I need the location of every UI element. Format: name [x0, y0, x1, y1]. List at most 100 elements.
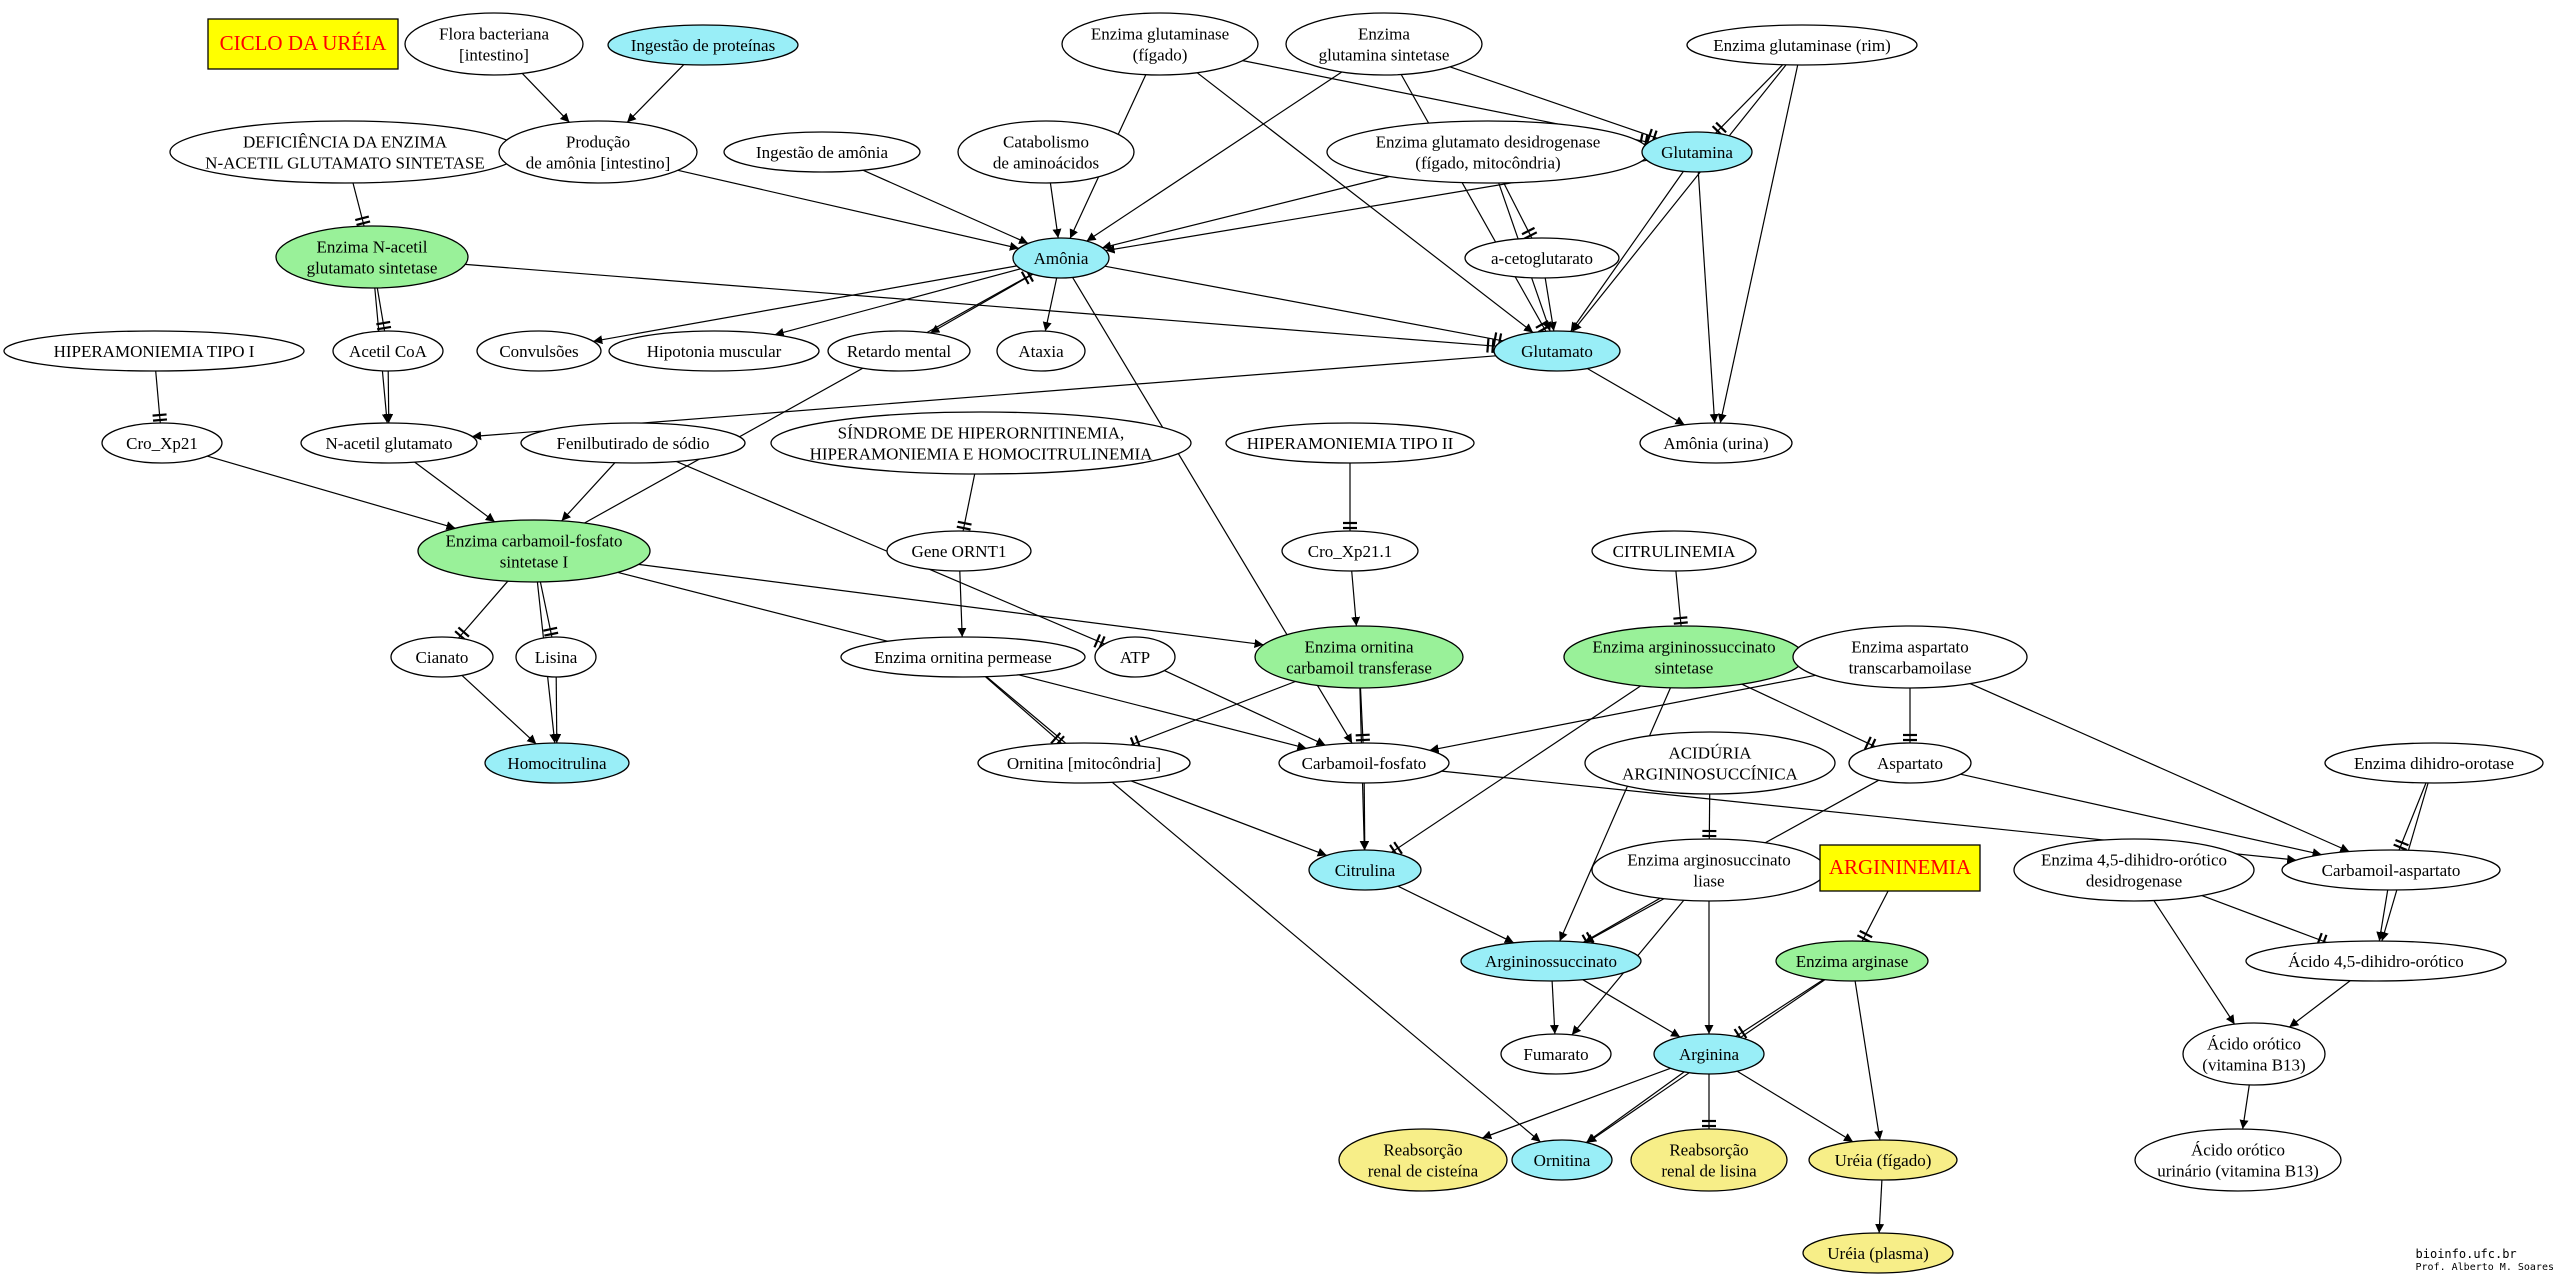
node-atp: ATP	[1094, 636, 1176, 678]
edge-enz-otc-to-carbfosf	[1355, 687, 1370, 744]
edge-tee-bar	[1521, 226, 1536, 236]
node-label: Produção	[566, 133, 630, 152]
node-label: Enzima ornitina permease	[874, 648, 1051, 667]
edge-gene-ornt1-to-enz-ornperm	[957, 570, 967, 638]
node-label: Aspartato	[1877, 754, 1943, 773]
node-label: HIPERAMONIEMIA TIPO II	[1247, 434, 1454, 453]
edge-acetilcoa-to-nacetil	[384, 370, 394, 424]
node-enz-gdh: Enzima glutamato desidrogenase(fígado, m…	[1326, 120, 1650, 184]
node-carbfosf: Carbamoil-fosfato	[1278, 742, 1450, 784]
node-label: (fígado)	[1133, 46, 1188, 65]
edge-line	[1482, 1067, 1671, 1140]
node-label: Amônia (urina)	[1663, 434, 1768, 453]
edge-croxp21-to-enz-cps	[207, 455, 456, 531]
node-ellipse	[1281, 530, 1419, 572]
node-ellipse	[1630, 1128, 1788, 1192]
node-ellipse	[1848, 742, 1972, 784]
edge-tee-bar	[1585, 931, 1595, 945]
edge-tee-bar	[1737, 1025, 1748, 1039]
node-label: Argininossuccinato	[1485, 952, 1617, 971]
edge-tee-bar	[544, 631, 559, 637]
node-citrulinemia: CITRULINEMIA	[1591, 530, 1757, 572]
edge-tee-bar	[1050, 732, 1062, 745]
node-label: Cro_Xp21	[126, 434, 198, 453]
footer-credits: bioinfo.ufc.br Prof. Alberto M. Soares	[2416, 1247, 2554, 1275]
edge-line	[2153, 900, 2236, 1025]
node-ellipse	[1308, 849, 1422, 891]
node-label: Ornitina	[1534, 1151, 1591, 1170]
edge-line	[1875, 1179, 1885, 1234]
edge-line	[1572, 64, 1787, 332]
edge-nacetil-to-enz-cps	[414, 461, 496, 523]
edge-catabolismo-to-amonia	[1049, 182, 1062, 239]
edge-line	[1397, 885, 1515, 944]
edge-enz-ornperm-to-ornmito	[985, 676, 1065, 748]
edge-tee-bar	[1856, 934, 1871, 943]
node-label: Enzima carbamoil-fosfato	[445, 532, 622, 551]
edge-hiper2-to-croxp211	[1343, 463, 1357, 531]
edge-tee-bar	[1859, 929, 1873, 939]
edge-enz-cps-to-enz-otc	[638, 563, 1264, 649]
edge-line	[1429, 674, 1816, 754]
node-label: transcarbamoilase	[1849, 659, 1972, 678]
node-ornmito: Ornitina [mitocôndria]	[977, 742, 1191, 784]
edge-line	[1697, 171, 1719, 424]
node-ellipse	[770, 411, 1192, 475]
node-label: Reabsorção	[1669, 1141, 1748, 1160]
edge-line	[593, 265, 1018, 345]
edge-enz-cps-to-cianato	[454, 580, 509, 642]
edge-line	[1854, 980, 1883, 1141]
node-label: Enzima ornitina	[1304, 638, 1414, 657]
edge-argsucc-to-fumarato	[1549, 980, 1559, 1035]
node-label: (fígado, mitocôndria)	[1415, 154, 1560, 173]
edge-arginina-to-ureia-fig	[1736, 1070, 1854, 1143]
edge-tee-bar	[1020, 271, 1030, 285]
node-label: urinário (vitamina B13)	[2157, 1162, 2318, 1181]
edge-ingprot-to-producao	[626, 64, 685, 123]
edge-tee-bar	[1673, 621, 1688, 625]
edge-glutamina-to-glutamato	[1570, 171, 1684, 332]
edge-tee-bar	[2395, 839, 2409, 847]
edge-line	[930, 273, 1034, 334]
edge-line	[584, 273, 1033, 524]
node-fenilbut: Fenilbutirado de sódio	[520, 422, 746, 464]
node-ellipse	[1278, 742, 1450, 784]
node-ellipse	[332, 330, 444, 372]
edge-line	[1717, 64, 1799, 424]
node-ellipse	[1285, 12, 1483, 76]
edge-ureia-fig-to-ureia-plasma	[1875, 1179, 1885, 1234]
node-label: Carbamoil-fosfato	[1302, 754, 1427, 773]
node-ellipse	[1464, 237, 1620, 279]
edge-line	[1735, 978, 1824, 1038]
node-ellipse	[1639, 422, 1793, 464]
node-ellipse	[2013, 838, 2255, 902]
edge-line	[1360, 782, 1370, 851]
edge-enz-arginase-to-arginina	[1733, 978, 1824, 1042]
node-label: a-cetoglutarato	[1491, 249, 1593, 268]
node-ellipse	[498, 120, 698, 184]
node-label: Enzima arginase	[1796, 952, 1909, 971]
edge-line	[1104, 265, 1503, 342]
edge-line	[2239, 1084, 2250, 1130]
edge-tee-bar	[457, 626, 470, 638]
edge-arginina-to-reab-cist	[1482, 1067, 1671, 1140]
edge-glutamato-to-amonia-urina	[1586, 367, 1685, 426]
edge-enz-dhodh-to-acorotico	[2153, 900, 2236, 1025]
edge-line	[985, 676, 1063, 744]
edge-line	[384, 370, 394, 424]
edge-amonia-to-hipotonia	[774, 268, 1021, 337]
edge-line	[521, 72, 570, 123]
node-ellipse	[2324, 742, 2544, 784]
node-label: Uréia (plasma)	[1827, 1244, 1928, 1263]
node-ellipse	[2245, 940, 2507, 982]
node-label: sintetase	[1655, 659, 1714, 678]
edge-argsucc-to-arginina	[1582, 979, 1681, 1038]
edge-cianato-to-homocit	[461, 674, 537, 745]
node-ellipse	[484, 742, 630, 784]
edge-line	[2288, 980, 2351, 1028]
node-label: Citrulina	[1335, 861, 1396, 880]
node-label: Ornitina [mitocôndria]	[1007, 754, 1161, 773]
